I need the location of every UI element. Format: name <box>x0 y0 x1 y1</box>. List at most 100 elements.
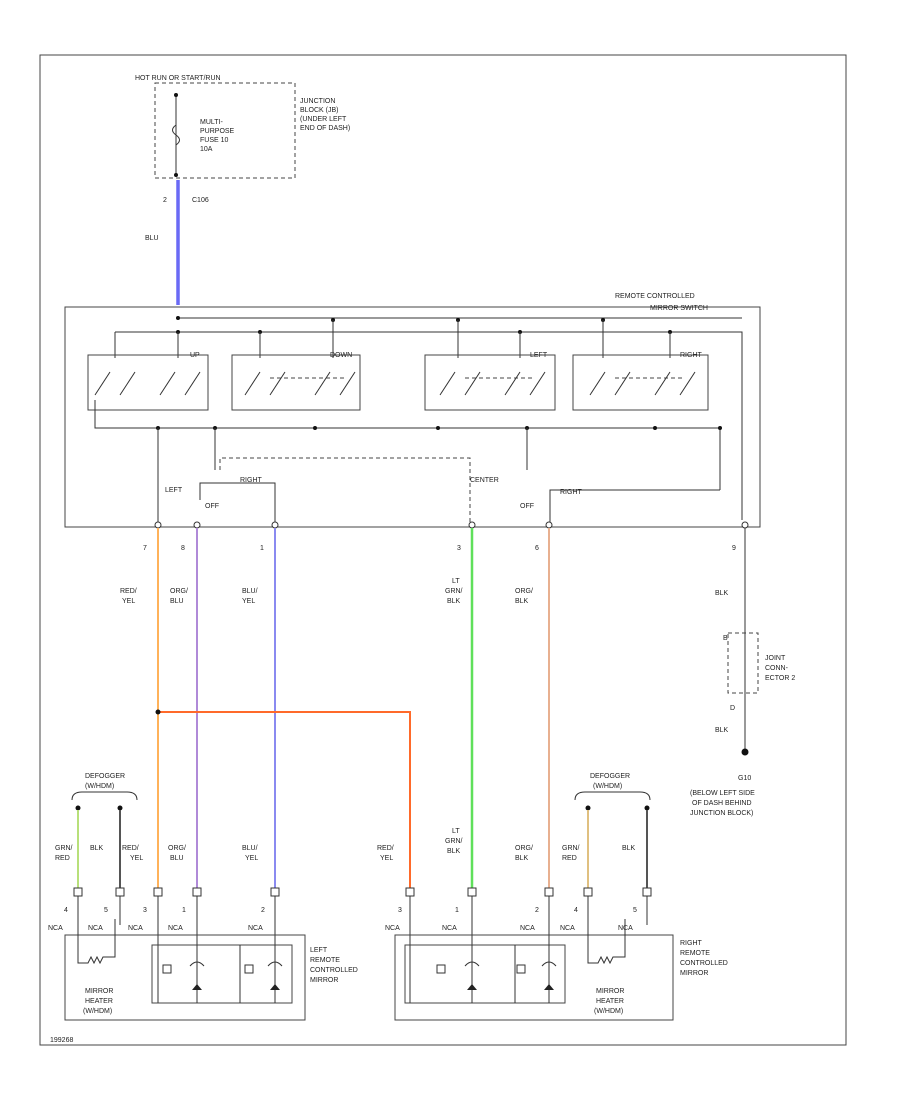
joint-pin-bot: D <box>730 705 735 712</box>
right-heater-2: HEATER <box>596 998 624 1005</box>
wire5-label-top: ORG/ <box>515 588 533 595</box>
right-nca-1: NCA <box>385 925 400 932</box>
jb-label-3: (UNDER LEFT <box>300 116 347 123</box>
left-nca-5: NCA <box>248 925 263 932</box>
wire4-label-top2: GRN/ <box>445 588 463 595</box>
ground-wire-label: BLK <box>715 590 729 597</box>
power-pin: 2 <box>163 197 167 204</box>
left-pin-1: 1 <box>182 907 186 914</box>
wire4-label-bot: BLK <box>447 598 461 605</box>
left-pin-2: 2 <box>261 907 265 914</box>
wire-red-yel-branch <box>158 711 411 890</box>
right-motor-box <box>404 944 566 1004</box>
select-off-right-label: OFF <box>520 503 534 510</box>
right-heater-element-icon <box>587 919 626 965</box>
switch-group-right <box>572 354 709 411</box>
switch-return-bus <box>94 400 721 490</box>
switch-right-label: RIGHT <box>680 352 703 359</box>
left-grn-top: GRN/ <box>55 845 73 852</box>
left-blk: BLK <box>90 845 104 852</box>
right-defogger-dot-1 <box>585 805 591 811</box>
selector-linkage <box>219 457 471 525</box>
right-mirror-terminals <box>405 887 652 897</box>
wire2-label-bot: BLU <box>170 598 184 605</box>
ground-desc-3: JUNCTION BLOCK) <box>690 810 753 817</box>
left-mirror-box <box>64 934 306 1021</box>
right-motor-icons <box>436 961 557 990</box>
select-right2-label: RIGHT <box>560 489 583 496</box>
right-mirror-title-4: MIRROR <box>680 970 708 977</box>
select-right-label: RIGHT <box>240 477 263 484</box>
left-defogger-1: DEFOGGER <box>85 773 125 780</box>
diagram-frame <box>39 54 847 1046</box>
wire2-label-top: ORG/ <box>170 588 188 595</box>
left-redyel-top: RED/ <box>122 845 139 852</box>
ground-point-icon <box>741 748 749 756</box>
right-grn-bot: RED <box>562 855 577 862</box>
pin-9: 9 <box>732 545 736 552</box>
left-defogger-dot-2 <box>117 805 123 811</box>
right-ltgrn-top2: GRN/ <box>445 838 463 845</box>
wire3-label-bot: YEL <box>242 598 255 605</box>
right-orgblk-top: ORG/ <box>515 845 533 852</box>
pin-6: 6 <box>535 545 539 552</box>
switch-down-label: DOWN <box>330 352 352 359</box>
pin-8: 8 <box>181 545 185 552</box>
right-pin-4: 4 <box>574 907 578 914</box>
switch-terminal-3 <box>468 521 476 529</box>
wire1-label-bot: YEL <box>122 598 135 605</box>
fuse-terminal-top <box>174 93 178 97</box>
left-orgblu-bot: BLU <box>170 855 184 862</box>
left-heater-3: (W/HDM) <box>83 1008 112 1015</box>
right-mirror-title-1: RIGHT <box>680 940 703 947</box>
right-orgblk-bot: BLK <box>515 855 529 862</box>
switch-terminal-8 <box>193 521 201 529</box>
right-blk: BLK <box>622 845 636 852</box>
right-mirror-box <box>394 934 674 1021</box>
fuse-terminal-bottom <box>174 173 178 177</box>
joint-label-3: ECTOR 2 <box>765 675 795 682</box>
right-ltgrn-bot: BLK <box>447 848 461 855</box>
right-pin-5: 5 <box>633 907 637 914</box>
left-mirror-title-2: REMOTE <box>310 957 340 964</box>
left-motor-box <box>151 944 293 1004</box>
left-pin-5: 5 <box>104 907 108 914</box>
right-nca-3: NCA <box>520 925 535 932</box>
right-ltgrn-top1: LT <box>452 828 460 835</box>
select-off-left-label: OFF <box>205 503 219 510</box>
wire4-label-top1: LT <box>452 578 460 585</box>
hot-label: HOT RUN OR START/RUN <box>135 75 221 82</box>
right-defogger-bracket <box>574 791 651 801</box>
return-junction-6 <box>653 426 657 430</box>
left-defogger-2: (W/HDM) <box>85 783 114 790</box>
right-pin-3: 3 <box>398 907 402 914</box>
left-orgblu-top: ORG/ <box>168 845 186 852</box>
right-pin-1: 1 <box>455 907 459 914</box>
switch-terminal-1 <box>271 521 279 529</box>
bus-junction-1 <box>176 316 180 320</box>
right-mirror-title-3: CONTROLLED <box>680 960 728 967</box>
select-right-feed <box>549 489 720 525</box>
select-right-wire <box>199 482 276 525</box>
mirror-switch-box <box>64 306 761 528</box>
left-motor-icons <box>162 961 283 990</box>
left-heater-2: HEATER <box>85 998 113 1005</box>
left-heater-element-icon <box>77 919 116 965</box>
left-nca-3: NCA <box>128 925 143 932</box>
select-left-label: LEFT <box>165 487 183 494</box>
wire3-label-top: BLU/ <box>242 588 258 595</box>
left-heater-1: MIRROR <box>85 988 113 995</box>
jb-label-1: JUNCTION <box>300 98 335 105</box>
left-grn-bot: RED <box>55 855 70 862</box>
power-wire-label: BLU <box>145 235 159 242</box>
fuse-icon <box>172 124 180 146</box>
junction-block-box <box>154 82 296 179</box>
right-nca-2: NCA <box>442 925 457 932</box>
switch-terminal-7 <box>154 521 162 529</box>
select-center-label: CENTER <box>470 477 499 484</box>
footer-id: 199268 <box>50 1037 73 1044</box>
left-bluyel-bot: YEL <box>245 855 258 862</box>
right-nca-5: NCA <box>618 925 633 932</box>
left-pin-3: 3 <box>143 907 147 914</box>
left-mirror-title-3: CONTROLLED <box>310 967 358 974</box>
